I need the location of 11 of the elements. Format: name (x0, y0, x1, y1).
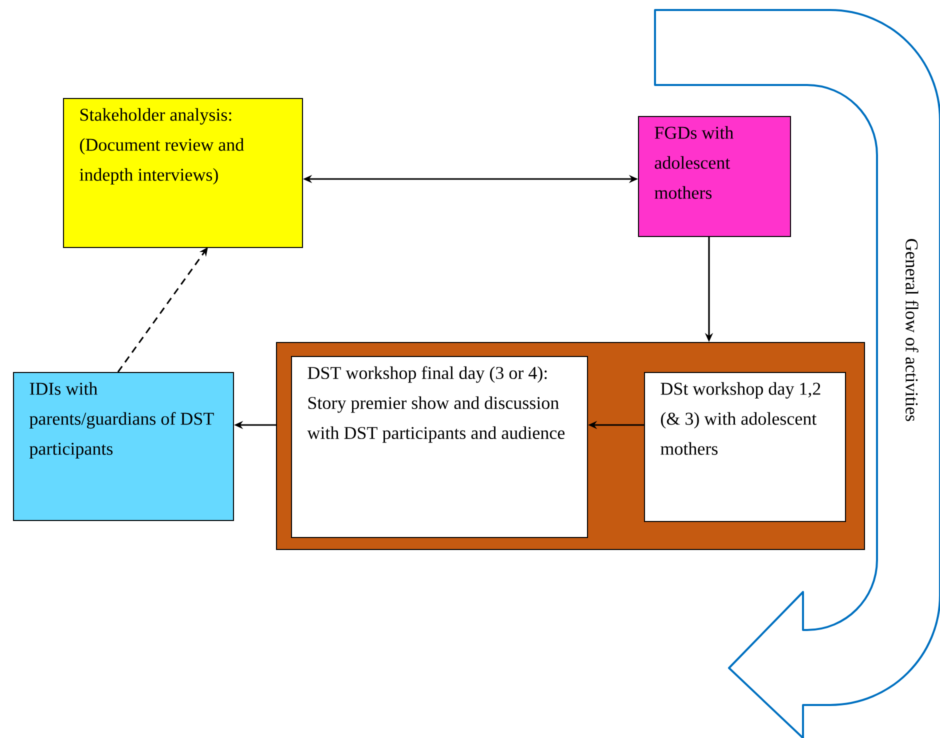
process-box (644, 372, 846, 522)
node-label: FGDs with adolescent mothers (654, 126, 734, 199)
process-box (63, 98, 303, 248)
process-box (291, 356, 588, 538)
flow-label: General flow of activities (906, 239, 918, 422)
node-label: DST workshop final day (3 or 4): Story premier show and discussion with DST participants and audience (307, 366, 565, 443)
process-box (638, 116, 791, 237)
node-label: DSt workshop day 1,2 (& 3) with adolescent mothers (660, 382, 820, 455)
node-label: IDIs with parents/guardians of DST participants (29, 382, 214, 459)
process-box (13, 372, 234, 521)
node-label: Stakeholder analysis: (Document review and indepth interviews) (80, 108, 244, 185)
